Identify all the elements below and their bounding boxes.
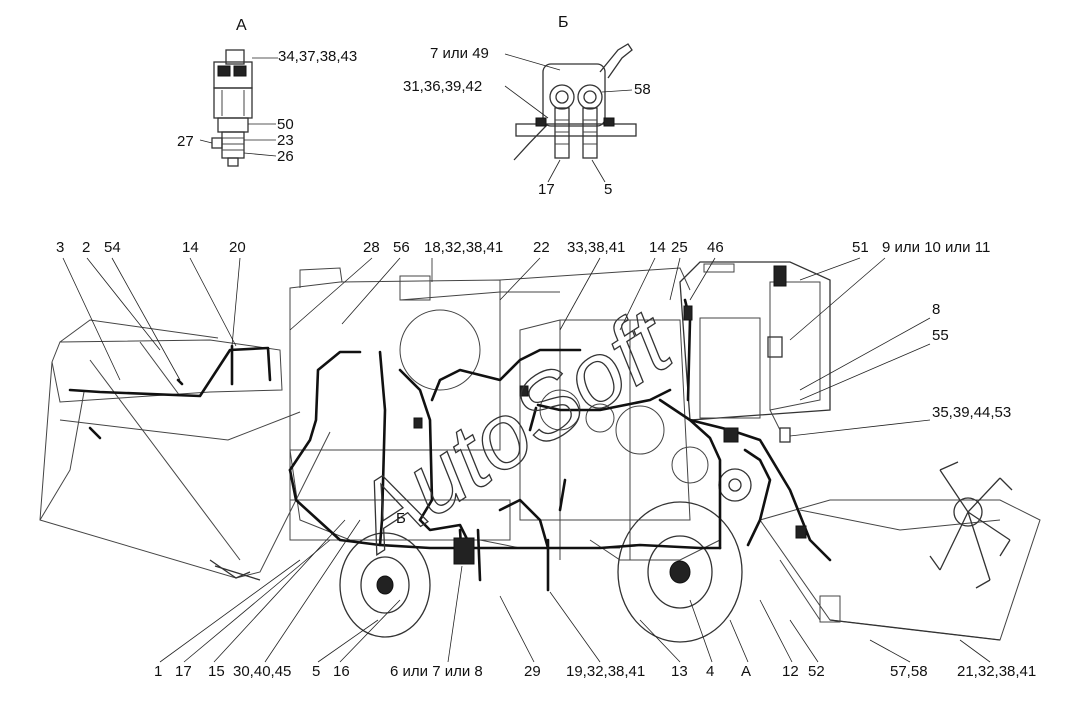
callout-label: 57,58 xyxy=(890,663,928,680)
view-a-label: 34,37,38,43 xyxy=(278,48,357,65)
callout-label: 56 xyxy=(393,239,410,256)
view-b-label: 7 или 49 xyxy=(430,45,489,62)
leader-lines xyxy=(62,257,991,663)
callout-label: 8 xyxy=(932,301,940,318)
view-b-label: 31,36,39,42 xyxy=(403,78,482,95)
callout-label: 15 xyxy=(208,663,225,680)
callout-label: 4 xyxy=(706,663,714,680)
view-a-label: 27 xyxy=(177,133,194,150)
view-a-label: 23 xyxy=(277,132,294,149)
rear-wheel xyxy=(339,532,431,638)
callout-label: 6 или 7 или 8 xyxy=(390,663,483,680)
callout-label: 12 xyxy=(782,663,799,680)
view-b-label: 58 xyxy=(634,81,651,98)
callout-label: 9 или 10 или 11 xyxy=(882,239,990,256)
view-b-cable-entry-drawing xyxy=(513,43,637,161)
callout-label: 19,32,38,41 xyxy=(566,663,645,680)
front-wheel xyxy=(617,501,743,643)
view-a-label: 50 xyxy=(277,116,294,133)
front-header xyxy=(759,461,1041,641)
bottom-callouts: 1 17 15 30,40,45 5 16 6 или 7 или 8 29 1… xyxy=(154,663,1036,680)
callout-label: 1 xyxy=(154,663,162,680)
view-b-label: 5 xyxy=(604,181,612,198)
callout-label: 18,32,38,41 xyxy=(424,239,503,256)
detail-view-b: Б 7 или 49 31,36,39,42 58 xyxy=(403,14,651,198)
section-b-marker: Б xyxy=(396,510,406,527)
callout-label: 2 xyxy=(82,239,90,256)
view-b-title: Б xyxy=(558,14,569,31)
callout-label: 14 xyxy=(649,239,666,256)
view-a-title: А xyxy=(236,17,247,34)
callout-label: 52 xyxy=(808,663,825,680)
callout-label: 28 xyxy=(363,239,380,256)
view-a-connector-drawing xyxy=(211,49,253,167)
callout-label: 35,39,44,53 xyxy=(932,404,1011,421)
combine-harvester-drawing: Б xyxy=(39,261,1041,643)
callout-label: 13 xyxy=(671,663,688,680)
callout-label: 54 xyxy=(104,239,121,256)
callout-label: 33,38,41 xyxy=(567,239,625,256)
callout-label: 30,40,45 xyxy=(233,663,291,680)
callout-label: 55 xyxy=(932,327,949,344)
detail-view-a: А 34,37,38,43 50 23 26 27 xyxy=(177,17,357,167)
battery-box xyxy=(453,537,475,565)
callout-label: 25 xyxy=(671,239,688,256)
callout-label: 3 xyxy=(56,239,64,256)
callout-label: А xyxy=(741,663,751,680)
callout-label: 14 xyxy=(182,239,199,256)
callout-label: 29 xyxy=(524,663,541,680)
right-callouts: 8 55 35,39,44,53 xyxy=(932,301,1011,421)
callout-label: 22 xyxy=(533,239,550,256)
callout-label: 21,32,38,41 xyxy=(957,663,1036,680)
callout-label: 17 xyxy=(175,663,192,680)
top-callouts: 3 2 54 14 20 28 56 18,32,38,41 22 33,38,… xyxy=(56,239,990,256)
view-a-label: 26 xyxy=(277,148,294,165)
callout-label: 51 xyxy=(852,239,869,256)
wiring-harness xyxy=(68,298,832,592)
callout-label: 20 xyxy=(229,239,246,256)
callout-label: 5 xyxy=(312,663,320,680)
callout-label: 46 xyxy=(707,239,724,256)
reel-header xyxy=(39,319,331,581)
operator-cab xyxy=(679,261,831,443)
callout-label: 16 xyxy=(333,663,350,680)
view-b-label: 17 xyxy=(538,181,555,198)
